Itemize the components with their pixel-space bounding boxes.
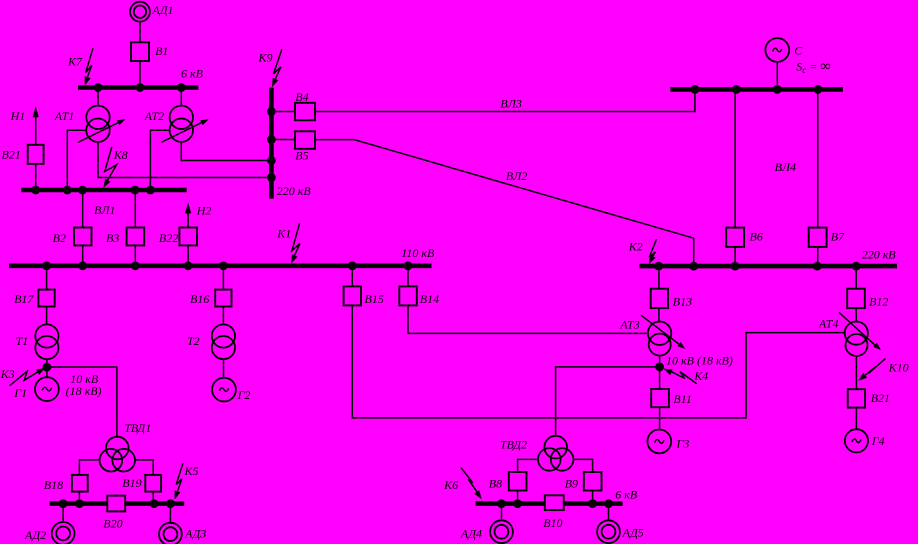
- svg-text:АТ3: АТ3: [619, 318, 640, 332]
- svg-text:К7: К7: [67, 54, 83, 68]
- svg-text:К5: К5: [184, 464, 199, 478]
- svg-text:В8: В8: [489, 477, 502, 491]
- svg-text:10 кВ: 10 кВ: [70, 372, 99, 386]
- svg-text:В19: В19: [122, 476, 141, 490]
- svg-text:АТ1: АТ1: [54, 109, 75, 123]
- svg-text:В3: В3: [106, 231, 119, 245]
- svg-text:В16: В16: [190, 292, 209, 306]
- svg-text:К6: К6: [443, 478, 458, 492]
- svg-text:В4: В4: [295, 90, 308, 104]
- svg-text:Н2: Н2: [196, 204, 212, 218]
- svg-text:В6: В6: [750, 229, 763, 243]
- svg-text:В18: В18: [44, 478, 63, 492]
- svg-text:В12: В12: [869, 295, 888, 309]
- svg-text:АД1: АД1: [151, 3, 173, 17]
- svg-text:К10: К10: [888, 360, 909, 374]
- svg-text:ТВД2: ТВД2: [500, 437, 527, 451]
- svg-text:Г3: Г3: [676, 437, 690, 451]
- svg-text:В14: В14: [420, 292, 439, 306]
- svg-text:АД2: АД2: [24, 528, 46, 542]
- svg-text:В17: В17: [14, 292, 34, 306]
- svg-text:В20: В20: [103, 517, 122, 531]
- svg-text:Т2: Т2: [187, 334, 200, 348]
- svg-text:В11: В11: [673, 392, 691, 406]
- svg-text:6 кВ: 6 кВ: [181, 66, 204, 80]
- svg-text:С: С: [794, 43, 803, 57]
- svg-text:В9: В9: [565, 477, 578, 491]
- svg-text:АД3: АД3: [184, 527, 206, 541]
- svg-text:ВЛ2: ВЛ2: [506, 169, 527, 183]
- svg-text:Н1: Н1: [10, 109, 26, 123]
- svg-text:В21: В21: [2, 148, 21, 162]
- svg-text:В10: В10: [543, 516, 562, 530]
- svg-text:(18 кВ): (18 кВ): [66, 384, 102, 398]
- svg-text:6 кВ: 6 кВ: [615, 487, 638, 501]
- svg-text:В7: В7: [831, 229, 845, 243]
- svg-text:Т1: Т1: [16, 334, 29, 348]
- svg-text:К3: К3: [0, 367, 15, 381]
- svg-text:ВЛ1: ВЛ1: [94, 203, 115, 217]
- svg-text:К8: К8: [113, 148, 128, 162]
- svg-text:К4: К4: [693, 369, 708, 383]
- svg-text:110 кВ: 110 кВ: [401, 246, 435, 260]
- svg-text:ВЛ3: ВЛ3: [500, 97, 521, 111]
- svg-text:К1: К1: [276, 226, 291, 240]
- svg-text:АД5: АД5: [622, 526, 644, 540]
- svg-text:ВЛ4: ВЛ4: [775, 160, 796, 174]
- svg-text:В22: В22: [159, 231, 178, 245]
- svg-text:АТ2: АТ2: [144, 109, 165, 123]
- svg-text:220 кВ: 220 кВ: [277, 184, 312, 198]
- svg-text:10 кВ (18 кВ): 10 кВ (18 кВ): [666, 354, 733, 368]
- svg-text:В2: В2: [53, 231, 66, 245]
- svg-text:АД4: АД4: [460, 527, 482, 541]
- svg-text:В13: В13: [673, 295, 692, 309]
- svg-text:ТВД1: ТВД1: [124, 421, 151, 435]
- svg-text:В15: В15: [365, 292, 384, 306]
- svg-text:Sс = ∞: Sс = ∞: [796, 59, 830, 75]
- svg-text:В21: В21: [871, 391, 890, 405]
- svg-text:В5: В5: [295, 148, 308, 162]
- svg-text:Г1: Г1: [13, 386, 27, 400]
- svg-text:Г4: Г4: [871, 434, 885, 448]
- svg-text:220 кВ: 220 кВ: [862, 248, 897, 262]
- svg-text:Г2: Г2: [237, 388, 251, 402]
- svg-text:К2: К2: [628, 239, 643, 253]
- svg-text:В1: В1: [155, 44, 168, 58]
- svg-text:АТ4: АТ4: [818, 316, 839, 330]
- svg-text:К9: К9: [258, 51, 273, 65]
